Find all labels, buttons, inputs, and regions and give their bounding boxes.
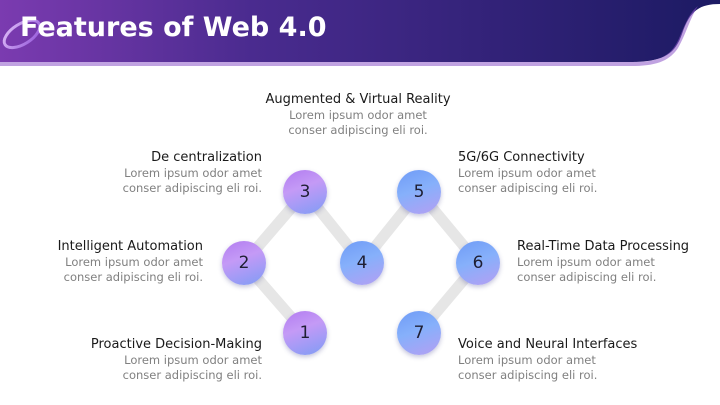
- feature-title: Intelligent Automation: [57, 239, 203, 254]
- feature-desc-line1: Lorem ipsum odor amet: [458, 166, 596, 180]
- page-title: Features of Web 4.0: [20, 12, 327, 43]
- feature-desc-line1: Lorem ipsum odor amet: [65, 255, 203, 269]
- node-number: 4: [356, 253, 368, 273]
- node-5: 5: [397, 170, 441, 214]
- feature-desc-line2: conser adipiscing eli roi.: [122, 368, 262, 382]
- feature-2: Intelligent Automation Lorem ipsum odor …: [0, 238, 203, 285]
- feature-desc-line1: Lorem ipsum odor amet: [517, 255, 655, 269]
- feature-1: Proactive Decision-Making Lorem ipsum od…: [2, 336, 262, 383]
- node-number: 3: [299, 182, 311, 202]
- feature-title: Real-Time Data Processing: [517, 239, 690, 254]
- node-6: 6: [456, 241, 500, 285]
- feature-3: De centralization Lorem ipsum odor amet …: [2, 149, 262, 196]
- feature-5: 5G/6G Connectivity Lorem ipsum odor amet…: [458, 149, 718, 196]
- feature-6: Real-Time Data Processing Lorem ipsum od…: [517, 238, 720, 285]
- node-number: 7: [413, 323, 425, 343]
- feature-desc-line1: Lorem ipsum odor amet: [124, 353, 262, 367]
- feature-desc-line2: conser adipiscing eli roi.: [517, 270, 657, 284]
- node-number: 2: [238, 253, 250, 273]
- feature-desc-line1: Lorem ipsum odor amet: [458, 353, 596, 367]
- feature-title: De centralization: [151, 150, 262, 165]
- header-banner: Features of Web 4.0: [0, 0, 720, 70]
- feature-title: Proactive Decision-Making: [90, 337, 262, 352]
- feature-desc-line1: Lorem ipsum odor amet: [289, 108, 427, 122]
- feature-title: Voice and Neural Interfaces: [458, 337, 638, 352]
- node-number: 6: [472, 253, 484, 273]
- feature-desc-line2: conser adipiscing eli roi.: [458, 181, 598, 195]
- node-2: 2: [222, 241, 266, 285]
- node-number: 1: [299, 323, 311, 343]
- node-number: 5: [413, 182, 425, 202]
- node-3: 3: [283, 170, 327, 214]
- feature-desc-line2: conser adipiscing eli roi.: [288, 123, 428, 137]
- feature-desc-line2: conser adipiscing eli roi.: [458, 368, 598, 382]
- node-4: 4: [340, 241, 384, 285]
- feature-4: Augmented & Virtual Reality Lorem ipsum …: [228, 91, 488, 138]
- feature-title: 5G/6G Connectivity: [458, 150, 585, 165]
- feature-desc-line1: Lorem ipsum odor amet: [124, 166, 262, 180]
- node-1: 1: [283, 311, 327, 355]
- node-7: 7: [397, 311, 441, 355]
- feature-title: Augmented & Virtual Reality: [265, 92, 451, 107]
- feature-desc-line2: conser adipiscing eli roi.: [63, 270, 203, 284]
- feature-desc-line2: conser adipiscing eli roi.: [122, 181, 262, 195]
- header-background: [0, 0, 720, 66]
- feature-7: Voice and Neural Interfaces Lorem ipsum …: [458, 336, 718, 383]
